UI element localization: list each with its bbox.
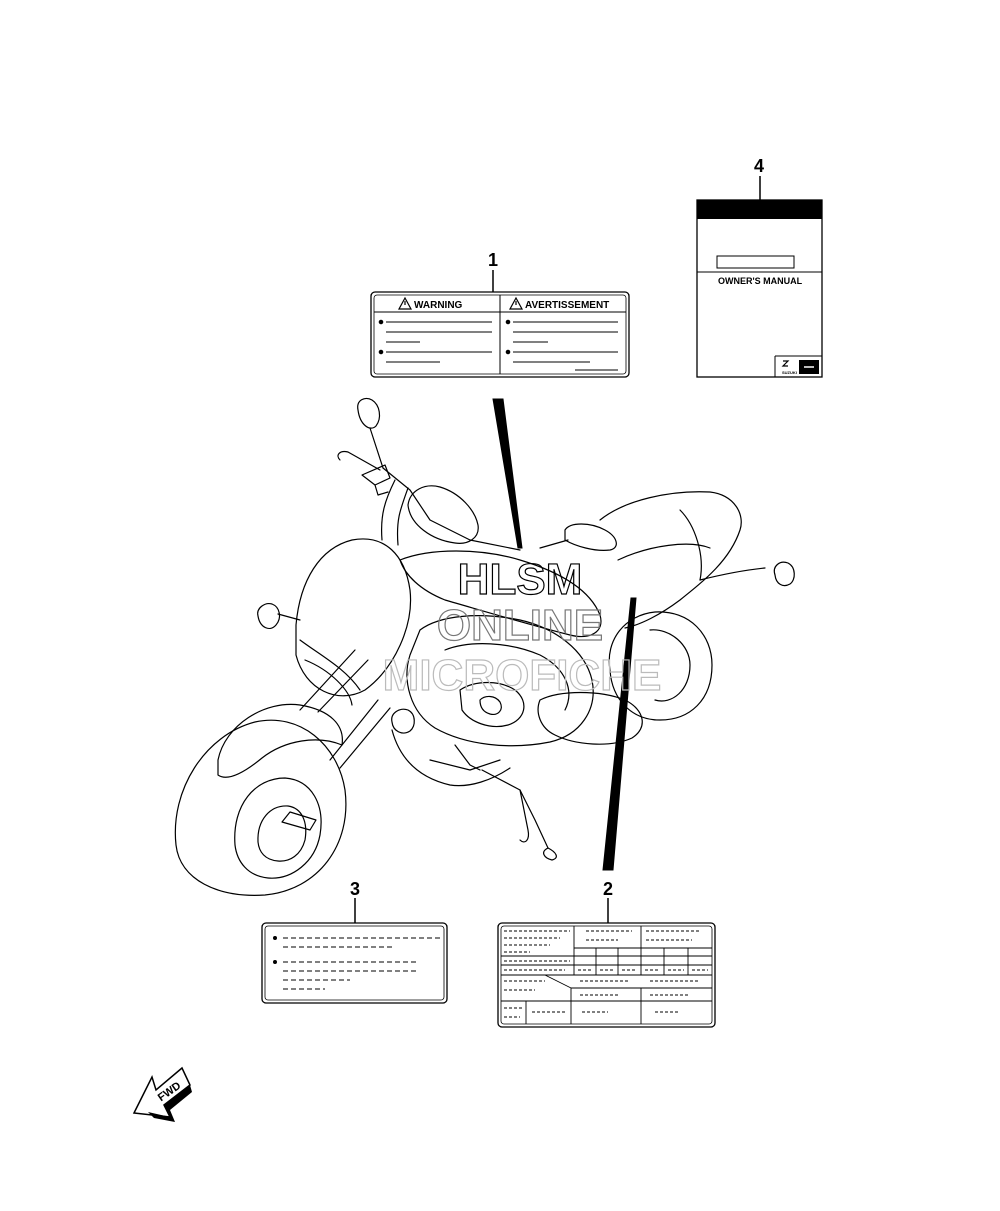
watermark: HLSM ONLINE MICROFICHE xyxy=(382,554,662,700)
warning-triangle-icon xyxy=(397,296,413,310)
callout-4: 4 xyxy=(754,156,765,176)
warning-label-1 xyxy=(370,291,630,378)
callout-1: 1 xyxy=(488,250,499,270)
watermark-line3: MICROFICHE xyxy=(383,651,662,700)
callout-2: 2 xyxy=(603,879,614,899)
label-3 xyxy=(261,922,448,1004)
leader-wedge-2 xyxy=(602,597,637,871)
label-2 xyxy=(497,922,716,1028)
watermark-line1: HLSM xyxy=(458,555,583,604)
callout-3: 3 xyxy=(350,879,361,899)
label-warning-en: WARNING xyxy=(414,300,463,311)
watermark-line2: ONLINE xyxy=(437,601,603,650)
owners-manual-booklet: SUZUKI xyxy=(696,199,823,378)
motorcycle-drawing xyxy=(174,397,795,896)
warning-triangle-icon xyxy=(508,296,524,310)
suzuki-logo-icon xyxy=(781,360,790,367)
leader-lines xyxy=(354,176,761,923)
fwd-arrow-icon xyxy=(132,1066,192,1122)
manual-title: OWNER'S MANUAL xyxy=(718,276,803,286)
label-warning-fr: AVERTISSEMENT xyxy=(525,300,609,311)
manual-brand: SUZUKI xyxy=(782,370,797,375)
leader-wedge-1 xyxy=(492,398,523,549)
